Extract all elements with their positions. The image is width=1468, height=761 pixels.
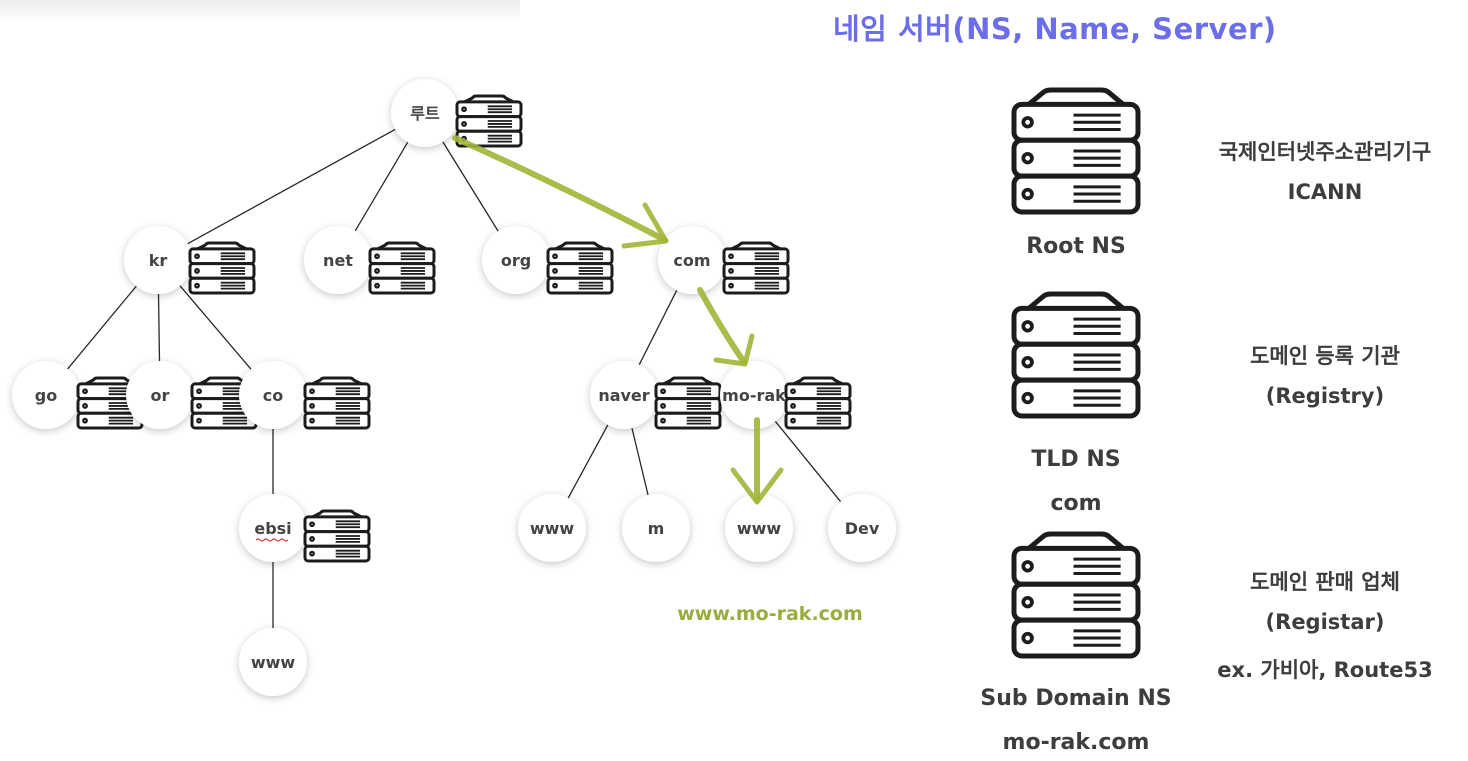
top-blur-strip — [0, 0, 520, 22]
edge-root-kr — [183, 126, 400, 247]
page-title: 네임 서버(NS, Name, Server) — [833, 12, 1277, 46]
node-or-label: or — [151, 386, 170, 405]
node-ebsi: ebsi — [239, 494, 371, 563]
node-or-circle — [126, 361, 194, 429]
edge-root-org — [440, 138, 501, 235]
node-go-circle — [12, 361, 80, 429]
node-dev-morak-label: Dev — [845, 519, 880, 538]
node-root-server-icon — [455, 94, 523, 148]
node-www-morak-label: www — [737, 519, 782, 538]
root-ns-label: Root NS — [1026, 234, 1126, 259]
node-kr-label: kr — [149, 251, 168, 270]
node-co-circle — [239, 361, 307, 429]
node-www-naver-label: www — [530, 519, 575, 538]
tld-ns-desc-line2: (Registry) — [1265, 384, 1385, 408]
node-naver-server-icon — [654, 376, 722, 430]
node-kr-server-icon — [188, 241, 256, 295]
node-www-ebsi: www — [239, 628, 307, 696]
highlight-arrow-root-com — [452, 135, 669, 249]
node-com-label: com — [673, 251, 710, 270]
node-com-circle — [658, 226, 726, 294]
node-layer: 루트 kr net org com go or co ebsi www naver mo-rak www… — [12, 79, 896, 696]
root-ns-desc-line1: 국제인터넷주소관리기구 — [1218, 140, 1432, 164]
node-co-label: co — [263, 386, 283, 405]
node-com-server-icon — [722, 241, 790, 295]
node-ebsi-circle — [239, 494, 307, 562]
highlight-arrow-morak-www — [730, 417, 784, 505]
legend-server-graphic-0 — [1011, 87, 1141, 215]
node-naver-circle — [590, 361, 658, 429]
node-or: or — [126, 361, 258, 430]
node-net-circle — [304, 226, 372, 294]
node-m-naver: m — [622, 494, 690, 562]
node-ebsi-label: ebsi — [254, 519, 291, 538]
edge-root-net — [352, 138, 411, 235]
node-kr-circle — [124, 226, 192, 294]
node-net: net — [304, 226, 436, 295]
node-www-naver-circle — [518, 494, 586, 562]
edge-kr-co — [176, 282, 255, 373]
node-m-naver-circle — [622, 494, 690, 562]
highlight-layer — [452, 135, 784, 505]
node-kr: kr — [124, 226, 256, 295]
edge-kr-go — [64, 282, 140, 373]
node-mo-rak: mo-rak — [720, 361, 852, 430]
node-www-ebsi-circle — [239, 628, 307, 696]
node-root-circle — [391, 79, 459, 147]
node-naver-label: naver — [598, 386, 649, 405]
node-dev-morak: Dev — [828, 494, 896, 562]
node-go: go — [12, 361, 144, 430]
node-net-label: net — [323, 251, 353, 270]
node-dev-morak-circle — [828, 494, 896, 562]
node-mo-rak-server-icon — [784, 376, 852, 430]
tld-ns-label: TLD NS — [1031, 447, 1121, 472]
node-www-morak: www — [725, 494, 793, 562]
node-www-ebsi-label: www — [251, 653, 296, 672]
subdomain-ns-desc-line3: ex. 가비아, Route53 — [1217, 658, 1433, 682]
node-www-morak-circle — [725, 494, 793, 562]
node-org-server-icon — [546, 241, 614, 295]
root-ns-desc-line2: ICANN — [1287, 180, 1363, 204]
node-naver: naver — [590, 361, 722, 430]
node-org-label: org — [501, 251, 531, 270]
edge-layer — [64, 126, 844, 632]
edge-kr-or — [157, 289, 161, 366]
subdomain-ns-desc-line1: 도메인 판매 업체 — [1250, 570, 1400, 594]
node-co: co — [239, 361, 371, 430]
node-go-label: go — [35, 386, 57, 405]
highlight-arrow-com-morak — [697, 287, 755, 367]
legend-server-graphic-2 — [1011, 531, 1141, 659]
root-ns-server-icon — [1011, 87, 1141, 215]
subdomain-ns-server-icon — [1011, 531, 1141, 659]
edge-mo-rak-dev-morak — [772, 417, 844, 506]
node-root: 루트 — [391, 79, 523, 148]
node-ebsi-server-icon — [303, 509, 371, 563]
dns-tree-diagram: 루트 kr net org com go or co ebsi www naver mo-rak www… — [12, 79, 896, 696]
edge-naver-www-naver — [565, 421, 611, 502]
node-com: com — [658, 226, 790, 295]
node-root-label: 루트 — [410, 104, 440, 123]
tld-ns-server-icon — [1011, 291, 1141, 419]
node-org-circle — [482, 226, 550, 294]
legend-server-graphic-1 — [1011, 291, 1141, 419]
node-org: org — [482, 226, 614, 295]
spellcheck-underline — [255, 538, 289, 542]
node-co-server-icon — [303, 376, 371, 430]
subdomain-ns-example: mo-rak.com — [1002, 730, 1150, 755]
node-m-naver-label: m — [648, 519, 665, 538]
node-mo-rak-circle — [720, 361, 788, 429]
tld-ns-example: com — [1050, 491, 1102, 516]
tld-ns-desc-line1: 도메인 등록 기관 — [1250, 344, 1400, 368]
edge-com-naver — [636, 286, 680, 369]
subdomain-ns-desc-line2: (Registar) — [1265, 610, 1385, 634]
node-mo-rak-label: mo-rak — [722, 386, 786, 405]
node-net-server-icon — [368, 241, 436, 295]
subdomain-ns-label: Sub Domain NS — [980, 686, 1172, 711]
edge-naver-m-naver — [630, 424, 650, 499]
node-www-naver: www — [518, 494, 586, 562]
url-label: www.mo-rak.com — [677, 603, 863, 625]
